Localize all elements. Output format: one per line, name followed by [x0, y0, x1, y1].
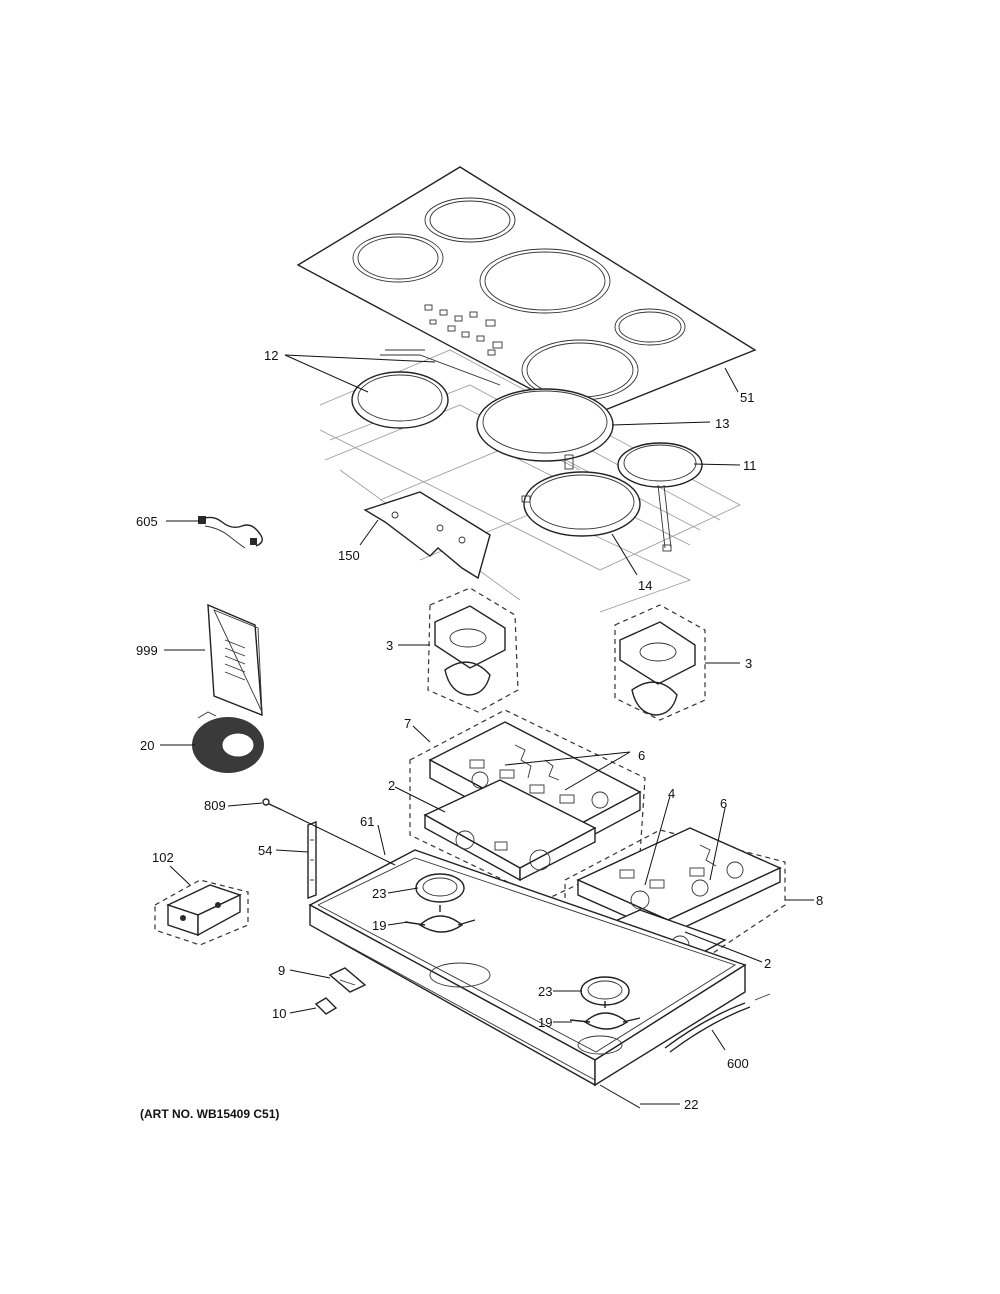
callout-11: 11: [743, 458, 757, 473]
kit-3-right: [614, 604, 706, 721]
leader-lines: [160, 354, 814, 1109]
cooktop-chassis-pan: [308, 849, 747, 1087]
cable-roll-20: [192, 711, 264, 773]
element-11: [617, 442, 703, 552]
element-13: [476, 388, 614, 470]
callout-809: 809: [204, 798, 226, 813]
callout-12: 12: [264, 348, 278, 363]
callout-9: 9: [278, 963, 285, 978]
callout-999: 999: [136, 643, 158, 658]
callout-23-upper: 23: [372, 886, 386, 901]
wire-harness-605: [198, 516, 263, 549]
callout-7: 7: [404, 716, 411, 731]
spider-19-lower: [569, 1001, 641, 1030]
callout-10: 10: [272, 1006, 286, 1021]
spider-19-upper: [404, 905, 476, 933]
touch-control-glyphs: [424, 304, 503, 356]
callout-4: 4: [668, 786, 675, 801]
screw-809: [262, 798, 283, 811]
callout-51: 51: [740, 390, 754, 405]
element-12: [351, 349, 501, 429]
callout-54: 54: [258, 843, 272, 858]
bracket-150: [363, 491, 491, 580]
art-number-caption: (ART NO. WB15409 C51): [140, 1107, 279, 1121]
terminal-block-102: [154, 879, 249, 946]
callout-labels: 51 12 13 11 14 605 150 999 3 3 20 7 6 2 …: [136, 348, 823, 1112]
clip-9: [328, 967, 367, 993]
callout-14: 14: [638, 578, 652, 593]
callout-2-b: 2: [764, 956, 771, 971]
callout-2-a: 2: [388, 778, 395, 793]
callout-61: 61: [360, 814, 374, 829]
bracket-54: [307, 820, 317, 900]
callout-13: 13: [715, 416, 729, 431]
callout-22: 22: [684, 1097, 698, 1112]
power-cord-600: [664, 993, 771, 1053]
kit-3-left: [427, 587, 519, 713]
callout-3-left: 3: [386, 638, 393, 653]
element-14: [521, 471, 641, 537]
callout-150: 150: [338, 548, 360, 563]
callout-19-lower: 19: [538, 1015, 552, 1030]
clip-10: [314, 997, 338, 1015]
callout-102: 102: [152, 850, 174, 865]
ring-23-upper: [415, 873, 465, 903]
callout-3-right: 3: [745, 656, 752, 671]
callout-23-lower: 23: [538, 984, 552, 999]
callout-19-upper: 19: [372, 918, 386, 933]
callout-600: 600: [727, 1056, 749, 1071]
callout-6-b: 6: [720, 796, 727, 811]
callout-20: 20: [140, 738, 154, 753]
control-assembly-8-circuitry: [619, 844, 744, 910]
callout-605: 605: [136, 514, 158, 529]
callout-6-a: 6: [638, 748, 645, 763]
control-assembly-7: [409, 709, 646, 901]
callout-8: 8: [816, 893, 823, 908]
manual-999: [207, 603, 263, 717]
ring-23-lower: [580, 976, 630, 1006]
